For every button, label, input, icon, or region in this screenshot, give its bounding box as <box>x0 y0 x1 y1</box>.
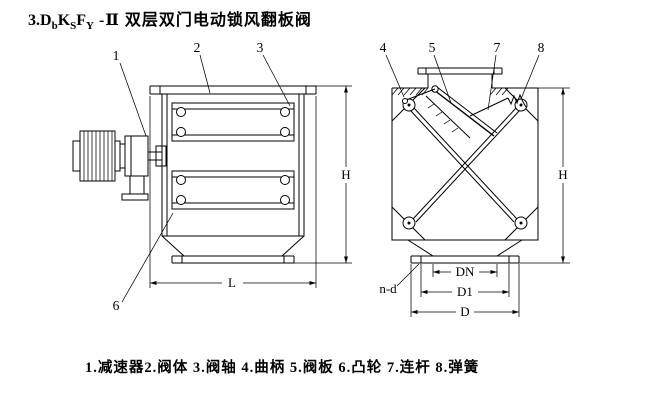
right-view: H DN D1 D <box>379 40 571 319</box>
callout-7-label: 7 <box>494 40 501 55</box>
dimension-h-right: H <box>519 87 571 264</box>
dimension-d1: D1 <box>420 264 510 299</box>
title-model-k: K <box>57 12 71 29</box>
dim-label-length: L <box>228 275 236 290</box>
callout-3-valve-shaft: 3 <box>257 40 291 107</box>
flap-plate <box>425 85 498 139</box>
callout-3-label: 3 <box>257 40 264 55</box>
dimension-dn: DN <box>432 264 498 279</box>
valve-body-left <box>161 93 305 237</box>
crank <box>402 88 436 104</box>
dimension-length: L <box>149 96 317 290</box>
top-flange-left <box>149 85 317 95</box>
callout-7-connecting-rod: 7 <box>487 40 501 111</box>
callout-4-crank: 4 <box>380 40 405 98</box>
title-valve-name: -Ⅱ 双层双门电动锁风翻板阀 <box>94 12 312 29</box>
dim-label-d1: D1 <box>457 284 473 299</box>
title-model-prefix: 3.D <box>28 12 52 29</box>
hopper-left <box>161 235 305 264</box>
callout-4-label: 4 <box>380 40 387 55</box>
dim-label-d: D <box>460 304 469 319</box>
title-subscript-b: b <box>51 20 58 32</box>
title-subscript-s: S <box>70 20 77 32</box>
spring <box>507 93 527 108</box>
callout-2-label: 2 <box>194 40 201 55</box>
callout-1-label: 1 <box>113 48 120 63</box>
bolt-note-label: n-d <box>379 281 397 296</box>
dim-label-dn: DN <box>456 264 475 279</box>
title-model-f: F <box>76 12 87 29</box>
callout-6-cam: 6 <box>113 212 174 313</box>
callout-5-flap: 5 <box>429 40 452 104</box>
callout-8-label: 8 <box>538 40 545 55</box>
hopper-right <box>407 239 523 264</box>
valve-body-right <box>391 67 539 241</box>
callout-6-label: 6 <box>113 298 120 313</box>
title-subscript-y: Y <box>86 20 94 32</box>
dim-label-h-right: H <box>558 167 567 182</box>
dimension-d: D <box>410 264 520 319</box>
door-assembly-upper <box>171 102 295 142</box>
motor-reducer <box>72 130 167 201</box>
figure-title: 3.DbKSFY -Ⅱ 双层双门电动锁风翻板阀 <box>28 6 312 32</box>
dimension-h-left: H <box>294 85 354 264</box>
connecting-rod <box>469 97 509 117</box>
left-view: H L 1 2 3 6 <box>72 40 354 313</box>
door-assembly-lower <box>171 170 295 210</box>
callout-2-valve-body: 2 <box>194 40 211 94</box>
parts-list-caption: 1.减速器2.阀体 3.阀轴 4.曲柄 5.阀板 6.凸轮 7.连杆 8.弹簧 <box>85 360 480 376</box>
bolt-hole-note: n-d <box>379 263 420 296</box>
callout-8-spring: 8 <box>520 40 545 100</box>
callout-5-label: 5 <box>429 40 436 55</box>
callout-1-reducer: 1 <box>113 48 147 137</box>
dim-label-h-left: H <box>341 167 350 182</box>
